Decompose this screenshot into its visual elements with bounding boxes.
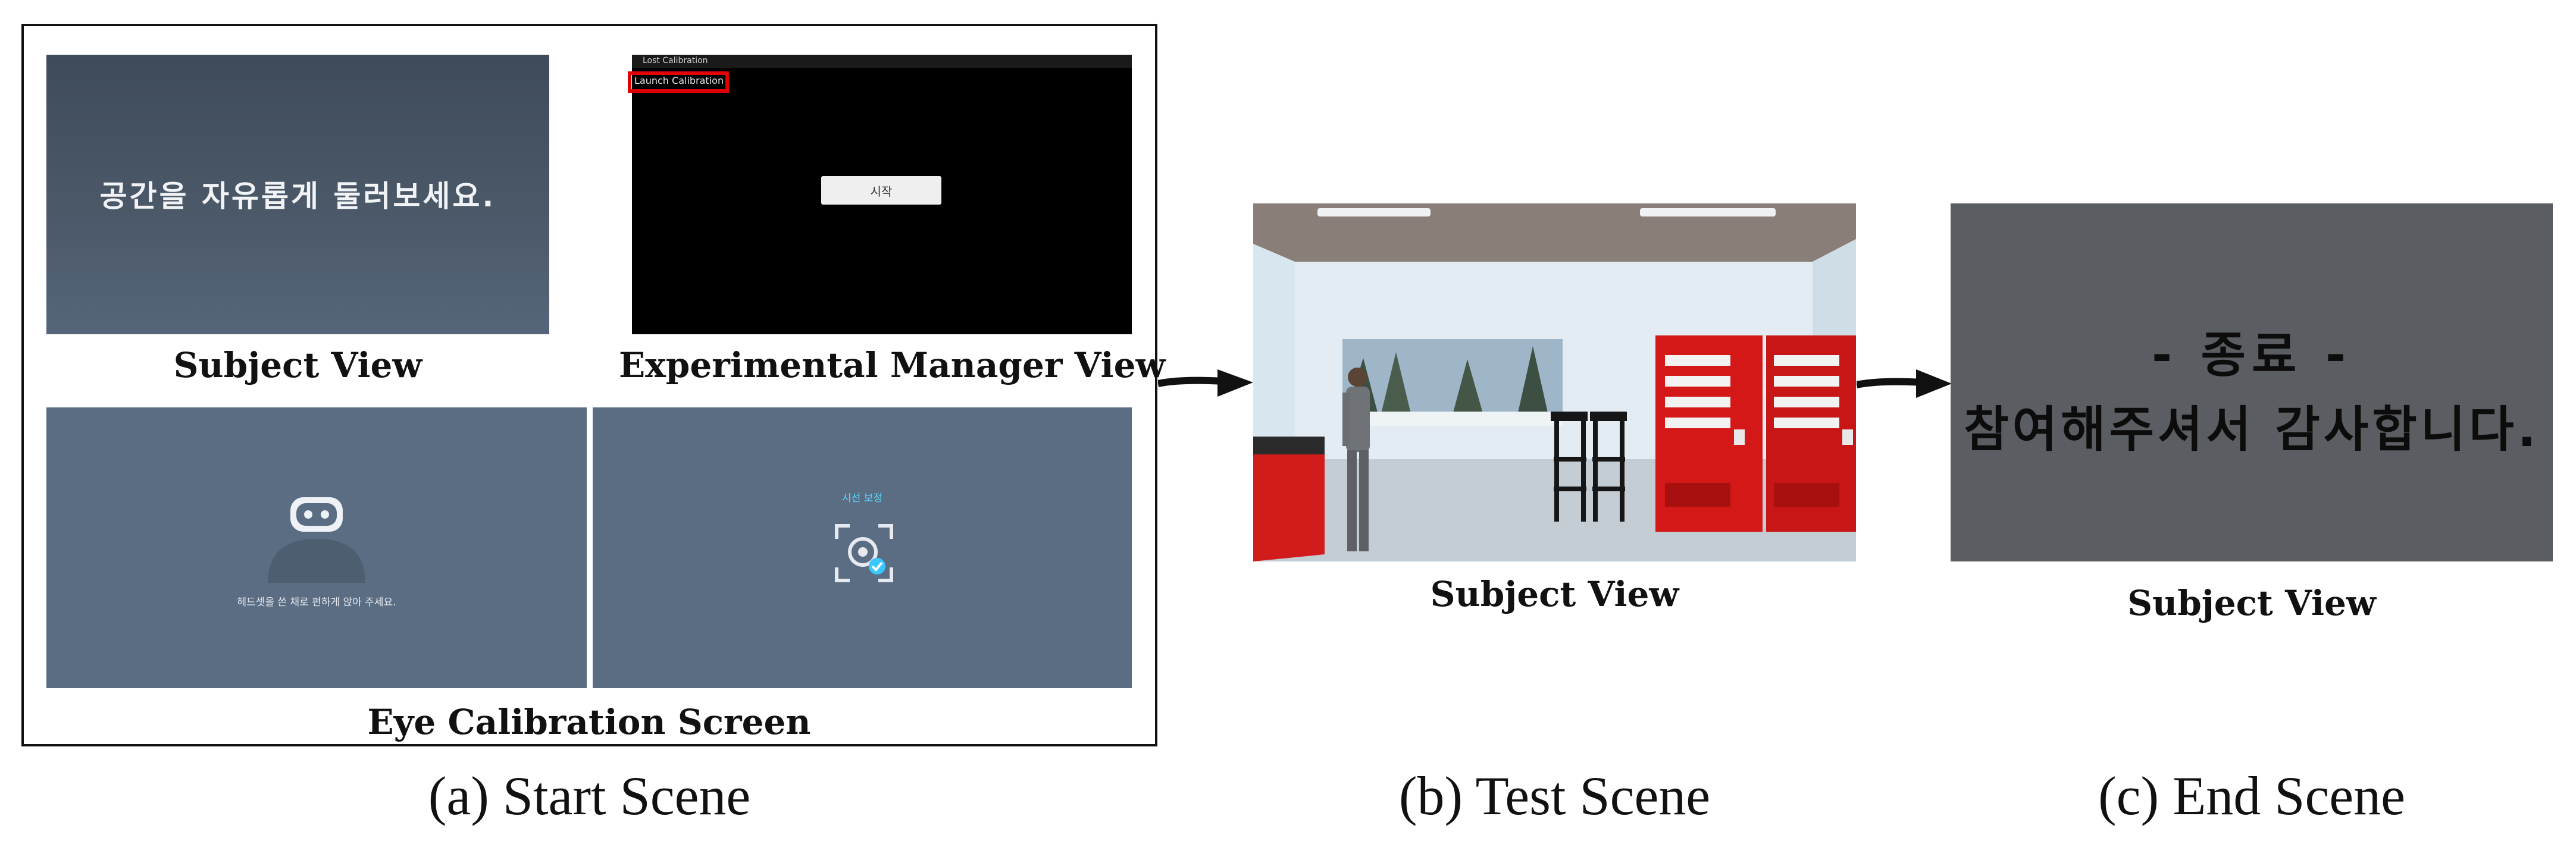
manager-view-caption: Experimental Manager View xyxy=(619,345,1166,385)
end-scene-title: - 종료 - xyxy=(2151,327,2352,384)
manager-view-menubar xyxy=(632,55,1132,68)
eye-target-icon xyxy=(835,524,893,582)
arrow-test-to-end xyxy=(1857,369,1952,398)
end-scene-thanks-message: 참여해주셔서 감사합니다. xyxy=(1964,401,2540,458)
start-scene-caption: (a) Start Scene xyxy=(428,765,751,826)
manager-view-menu-text[interactable]: Lost Calibration xyxy=(643,56,708,65)
calibration-instruction-text: 헤드셋을 쓴 채로 편하게 앉아 주세요. xyxy=(237,597,396,608)
arrow-start-to-test xyxy=(1158,369,1253,397)
start-subject-view-caption: Subject View xyxy=(173,345,422,385)
manager-start-button-label: 시작 xyxy=(870,184,893,199)
eye-calibration-label: 시선 보정 xyxy=(842,492,882,504)
test-subject-view-caption: Subject View xyxy=(1430,574,1679,614)
manager-view-highlight-box xyxy=(628,71,729,93)
headset-user-icon xyxy=(268,497,365,583)
start-subject-view-screen xyxy=(46,55,549,334)
end-subject-view-caption: Subject View xyxy=(2127,583,2376,623)
manager-start-button[interactable] xyxy=(821,176,941,205)
test-scene-screen xyxy=(1253,203,1856,561)
eye-calibration-caption: Eye Calibration Screen xyxy=(367,702,811,742)
test-scene-caption: (b) Test Scene xyxy=(1398,765,1711,826)
end-scene-caption: (c) End Scene xyxy=(2098,765,2405,826)
start-subject-view-message: 공간을 자유롭게 둘러보세요. xyxy=(99,179,496,214)
start-scene-frame xyxy=(21,24,1157,746)
launch-calibration-button[interactable]: Launch Calibration xyxy=(634,75,724,86)
end-scene-screen xyxy=(1951,203,2553,561)
